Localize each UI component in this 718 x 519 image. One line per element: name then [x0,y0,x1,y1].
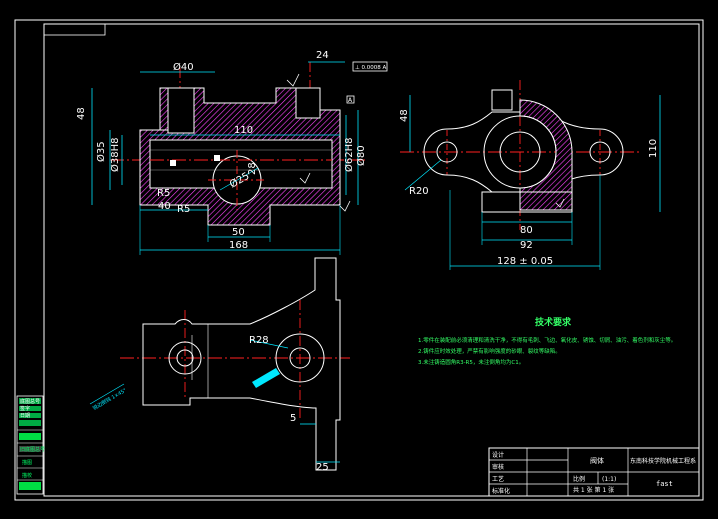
dim-r5b: R5 [177,204,190,215]
dim-r5a: R5 [157,188,170,199]
outer-border [14,19,704,501]
left-row-5: 描校 [22,472,32,479]
dim-d40b: 40 [158,201,171,212]
left-margin-table: 底图总号 签字 日期 旧底图总号 描图 描校 [16,395,45,495]
tb-label-2: 工艺 [492,475,504,483]
tech-requirements: 技术要求 1.零件在装配前必须清理和清洗干净，不得有毛刺、飞边、氧化皮、锈蚀、切… [418,316,676,366]
left-row-0: 底图总号 [20,398,40,405]
side-dim-d48: 48 [399,109,410,122]
dim-d50: 50 [232,227,245,238]
side-view: 48 R20 110 80 92 128 ± 0.05 [399,80,661,270]
left-row-2: 日期 [20,413,30,419]
tb-school: 东南科技学院机械工程系 [630,457,696,465]
tech-title: 技术要求 [535,316,572,328]
side-dim-d128: 128 ± 0.05 [497,256,553,267]
dim-d48: 48 [76,107,87,120]
dim-d28: 28 [247,162,258,175]
dim-d62h8: Ø62H8 [343,138,355,172]
dim-d110: 110 [234,125,253,136]
tb-label-0: 设计 [492,451,504,459]
top-dim-d5: 5 [290,413,296,424]
dim-d24: 24 [316,50,329,61]
top-view: R28 5 25 锐边倒钝 1×45° [89,257,350,473]
dim-d35: Ø35 [95,141,107,162]
datum-a: A [348,97,353,104]
tech-line-3: 3.未注铸造圆角R3-R5，未注倒角均为C1。 [418,358,524,366]
tb-label-1: 审核 [492,463,504,471]
tb-part-name: 阀体 [590,456,604,465]
tech-line-2: 2.铸件应时效处理，严禁有影响强度的砂眼、裂纹等缺陷。 [418,347,561,355]
tb-file-name: fast [656,480,673,488]
top-dim-r28: R28 [249,335,269,346]
tolerance-frame: ⊥ 0.0008 A [355,65,387,71]
left-row-1: 签字 [20,405,30,412]
tech-line-1: 1.零件在装配前必须清理和清洗干净，不得有毛刺、飞边、氧化皮、锈蚀、切屑、油污、… [418,336,676,344]
side-dim-d80: 80 [520,225,533,236]
tb-scale: (1:1) [602,476,616,483]
side-dim-r20: R20 [409,186,429,197]
front-view: Ø40 24 48 110 Ø35 Ø38H8 Ø62H8 Ø80 R5 R5 … [76,50,388,255]
dim-d40: Ø40 [173,61,194,73]
code-box [43,23,106,36]
tb-scale-label: 比例 [573,475,585,483]
side-dim-d110: 110 [648,139,659,158]
dim-d80: Ø80 [355,145,367,166]
title-block: 设计 审核 工艺 标准化 阀体 东南科技学院机械工程系 比例 (1:1) 共 1… [488,447,700,497]
tb-sheet: 共 1 张 第 1 张 [573,486,614,494]
top-note: 锐边倒钝 1×45° [92,387,129,412]
left-row-4: 描图 [22,459,32,466]
inner-border [43,23,700,497]
tb-label-3: 标准化 [492,487,510,495]
left-row-3: 旧底图总号 [20,446,45,453]
dim-d168: 168 [229,240,248,251]
dim-d38h8: Ø38H8 [109,138,121,172]
side-dim-d92: 92 [520,240,533,251]
top-dim-d25: 25 [316,462,329,473]
